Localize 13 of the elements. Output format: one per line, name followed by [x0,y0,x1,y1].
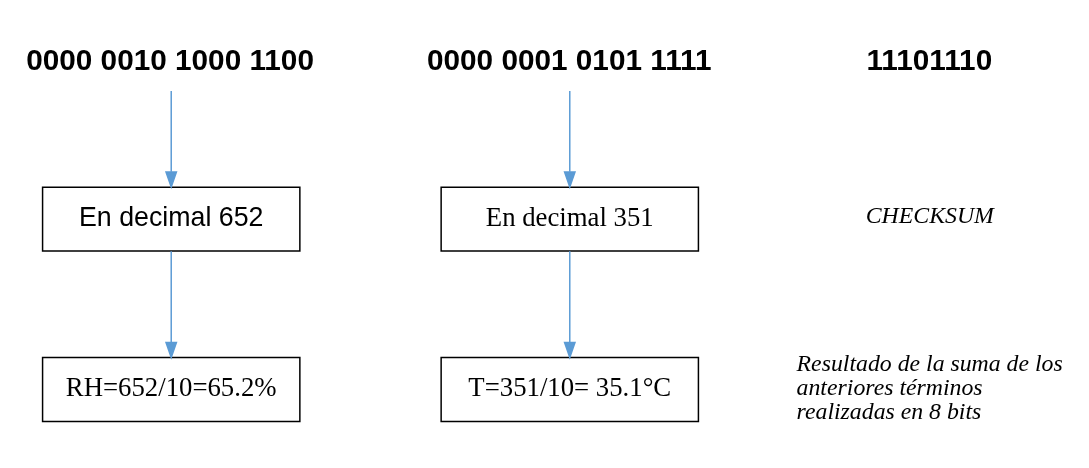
arrow [563,250,577,360]
label: CHECKSUM [865,202,994,229]
label: 11101110 [866,42,993,76]
node-box: RH=652/10=65.2% [41,356,301,423]
arrow [164,90,178,190]
label: Resultado de la suma de los anteriores términos realizadas en 8 bits [796,350,1063,424]
node-text: 0000 0001 0101 1111 [427,42,712,76]
arrow [563,90,577,190]
node-box: T=351/10= 35.1°C [440,356,700,423]
arrow [164,250,178,360]
node-box: En decimal 652 [41,186,301,252]
node-box: En decimal 351 [440,186,700,252]
node-text: 0000 0010 1000 1100 [26,42,314,76]
